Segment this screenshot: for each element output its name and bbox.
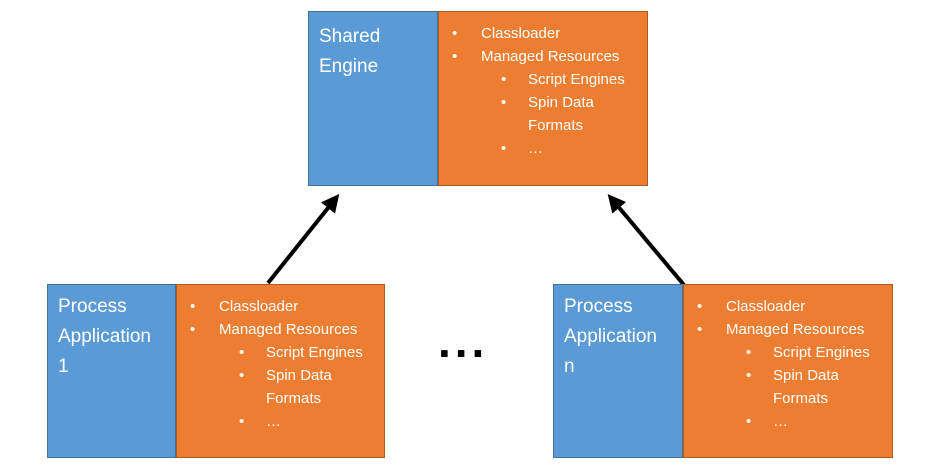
- list-item: • Managed Resources: [439, 45, 647, 68]
- list-item: •…: [684, 410, 892, 433]
- list-item: • Classloader: [684, 295, 892, 318]
- list-item-label: Classloader: [726, 298, 806, 315]
- bullet-icon: •: [239, 367, 245, 384]
- list-item: • Classloader: [177, 295, 384, 318]
- shared-engine-title: Shared Engine: [319, 26, 381, 77]
- list-item-label: Classloader: [481, 25, 561, 42]
- process-application-1-details-panel: • Classloader • Managed Resources • Script …: [176, 284, 385, 458]
- list-item: •…: [439, 137, 647, 160]
- bullet-icon: •: [746, 367, 752, 384]
- bullet-icon: •: [501, 94, 507, 111]
- list-item: • Managed Resources: [177, 318, 384, 341]
- list-item-label: Spin Data Formats: [528, 94, 594, 134]
- list-item-label: Managed Resources: [481, 48, 620, 65]
- list-item-label: Managed Resources: [726, 321, 865, 338]
- list-item: • Managed Resources: [684, 318, 892, 341]
- list-item: • Spin Data Formats: [439, 91, 647, 137]
- bullet-icon: •: [239, 344, 245, 361]
- bullet-icon: •: [239, 413, 245, 430]
- list-item: • Script Engines: [684, 341, 892, 364]
- bullet-icon: •: [190, 321, 196, 338]
- list-item: • Spin Data Formats: [177, 364, 384, 410]
- list-item-label: …: [773, 413, 788, 430]
- bullet-icon: •: [452, 48, 458, 65]
- process-application-1-bullet-list: • Classloader • Managed Resources • Script …: [177, 285, 384, 433]
- list-item-label: Spin Data Formats: [266, 367, 332, 407]
- list-item: • Classloader: [439, 22, 647, 45]
- bullet-icon: •: [501, 71, 507, 88]
- list-item-label: …: [528, 140, 543, 157]
- process-application-n-title: Process Application n: [564, 296, 657, 377]
- bullet-icon: •: [746, 344, 752, 361]
- shared-engine-details-panel: • Classloader • Managed Resources • Script …: [438, 11, 648, 186]
- list-item: • Script Engines: [177, 341, 384, 364]
- list-item-label: Spin Data Formats: [773, 367, 839, 407]
- process-application-n-details-panel: • Classloader • Managed Resources • Script …: [683, 284, 893, 458]
- list-item-label: …: [266, 413, 281, 430]
- process-application-n-bullet-list: • Classloader • Managed Resources • Script …: [684, 285, 892, 433]
- ellipsis-separator: ...: [438, 315, 489, 367]
- process-application-n-node: Process Application n • Classloader • Mana…: [553, 284, 893, 458]
- bullet-icon: •: [697, 298, 703, 315]
- process-application-n-title-panel: Process Application n: [553, 284, 683, 458]
- arrow-process-app-n-to-shared-engine: [607, 194, 686, 287]
- list-item-label: Script Engines: [773, 344, 870, 361]
- list-item: •…: [177, 410, 384, 433]
- bullet-icon: •: [746, 413, 752, 430]
- arrow-process-app-1-to-shared-engine: [266, 193, 340, 285]
- bullet-icon: •: [697, 321, 703, 338]
- shared-engine-title-panel: Shared Engine: [308, 11, 438, 186]
- process-application-1-title-panel: Process Application 1: [47, 284, 176, 458]
- list-item-label: Script Engines: [266, 344, 363, 361]
- list-item-label: Classloader: [219, 298, 299, 315]
- process-application-1-node: Process Application 1 • Classloader • Mana…: [47, 284, 385, 458]
- process-application-1-title: Process Application 1: [58, 296, 151, 377]
- bullet-icon: •: [190, 298, 196, 315]
- list-item-label: Script Engines: [528, 71, 625, 88]
- list-item: • Script Engines: [439, 68, 647, 91]
- shared-engine-node: Shared Engine • Classloader • Managed Reso…: [308, 11, 648, 186]
- bullet-icon: •: [452, 25, 458, 42]
- bullet-icon: •: [501, 140, 507, 157]
- list-item-label: Managed Resources: [219, 321, 358, 338]
- shared-engine-bullet-list: • Classloader • Managed Resources • Script …: [439, 12, 647, 160]
- list-item: • Spin Data Formats: [684, 364, 892, 410]
